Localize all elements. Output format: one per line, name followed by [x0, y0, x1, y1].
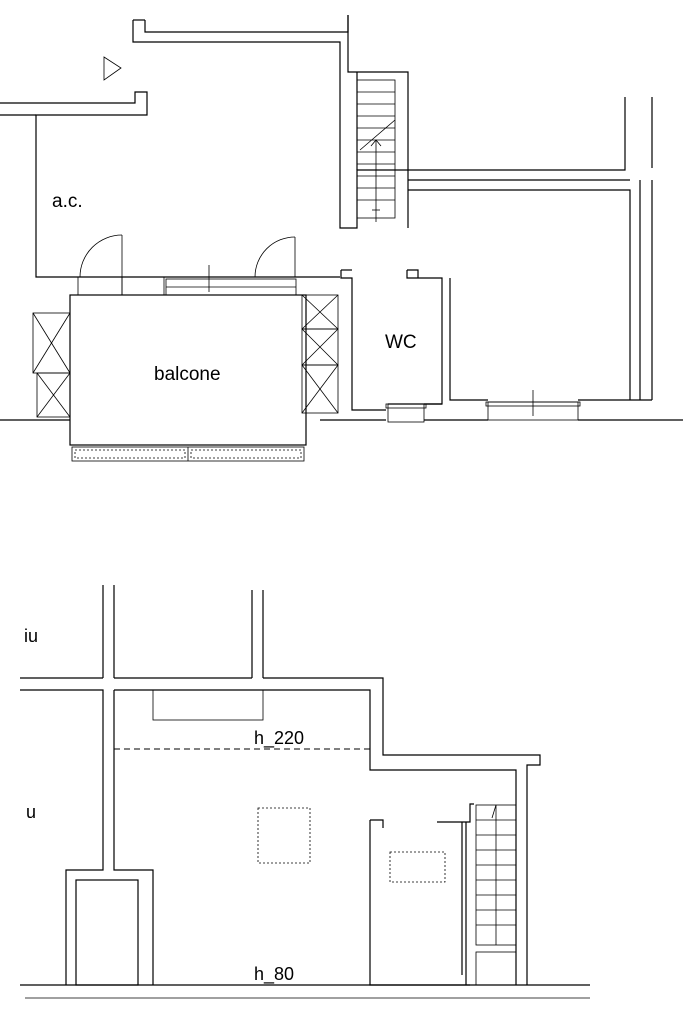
label-wc: WC: [385, 332, 417, 353]
label-balcone: balcone: [154, 364, 221, 385]
balcony-openings: [77, 265, 297, 296]
upper-doors: [79, 234, 296, 278]
lower-staircase: [475, 804, 517, 946]
upper-floor-plan: a.c. balcone WC: [0, 15, 683, 462]
upper-windows: [385, 390, 581, 423]
label-iu: iu: [24, 626, 38, 646]
label-h80: h_80: [254, 964, 294, 985]
lower-walls: [20, 585, 541, 986]
upper-staircase: [356, 79, 396, 222]
skylight-large: [257, 807, 311, 864]
lower-floor-plan: h_220 h_80 iu u: [20, 585, 590, 999]
entrance-arrow-icon: [103, 56, 122, 81]
planter-boxes: [32, 294, 339, 418]
label-ac: a.c.: [52, 191, 83, 212]
upper-walls: [0, 15, 683, 421]
label-h220: h_220: [254, 728, 304, 749]
skylight-small: [389, 851, 446, 883]
label-u: u: [26, 802, 36, 822]
